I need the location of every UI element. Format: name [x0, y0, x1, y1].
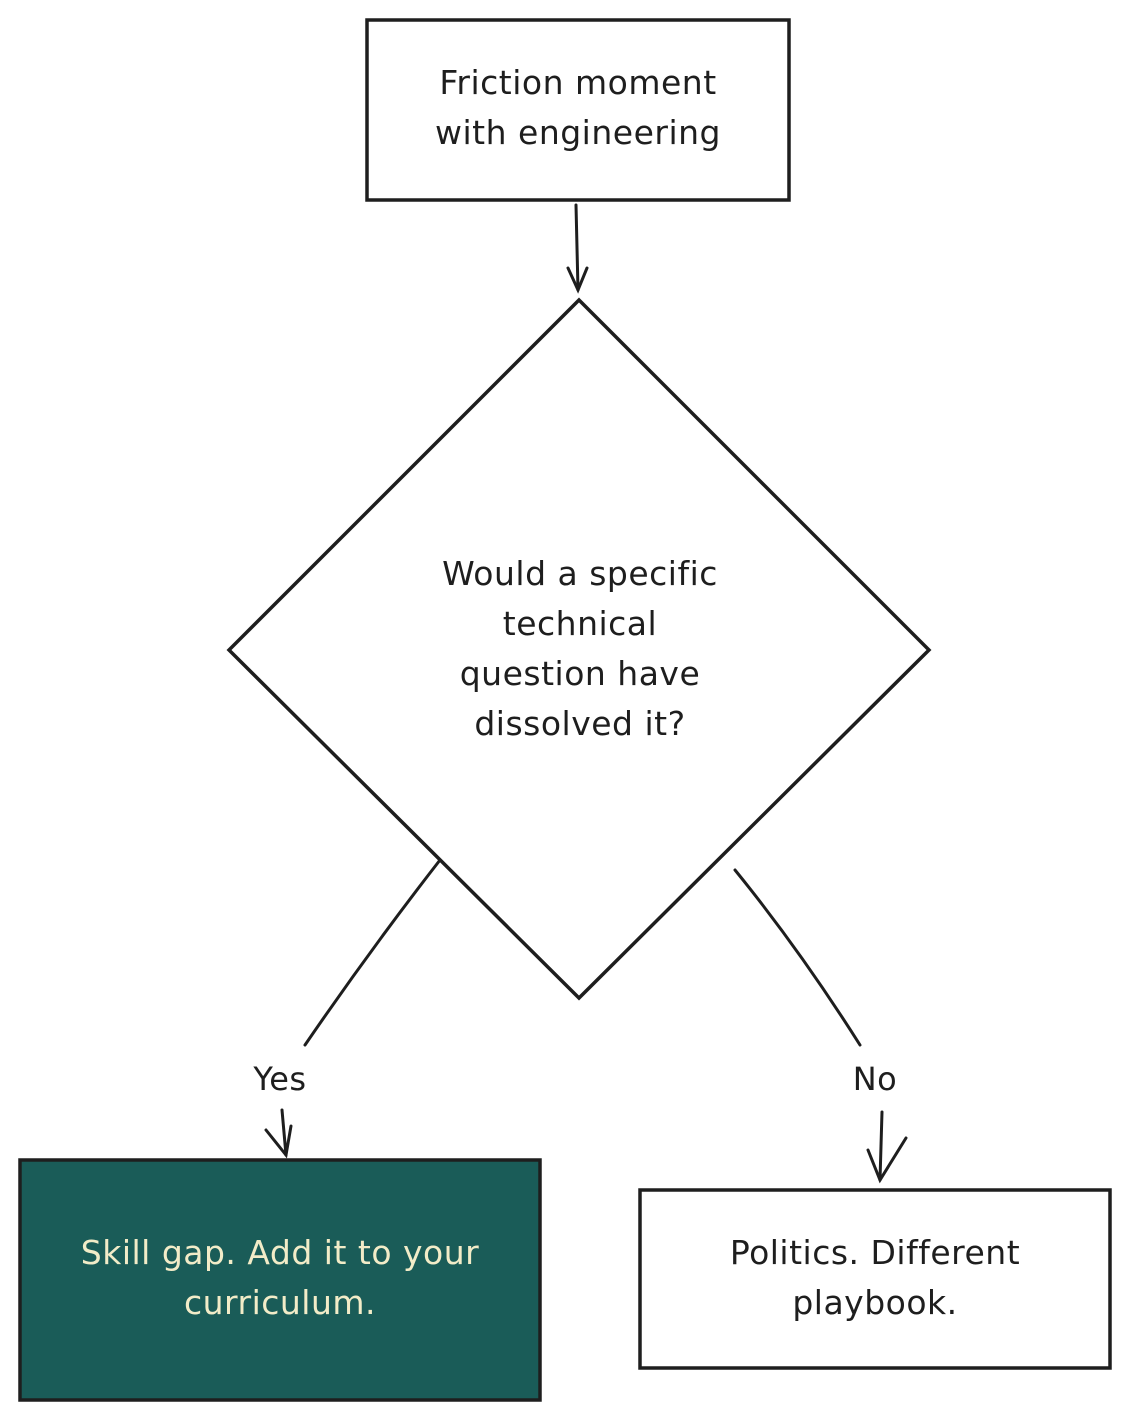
no-arrowhead [866, 1110, 908, 1184]
start-label-line: Friction moment [439, 63, 717, 102]
yes-arrowhead [264, 1108, 293, 1159]
skill-gap-label-line: Skill gap. Add it to your [80, 1233, 480, 1272]
politics-label-line: playbook. [792, 1283, 958, 1322]
no-edge-label: No [852, 1060, 898, 1098]
start-box[interactable] [365, 18, 791, 202]
decision-diamond[interactable] [226, 297, 932, 1001]
start-to-decision-arrow [566, 203, 589, 294]
politics-label-line: Politics. Different [729, 1233, 1021, 1272]
politics-box[interactable] [638, 1188, 1112, 1370]
decision-label-line: dissolved it? [474, 704, 686, 743]
start-label-line: with engineering [435, 113, 721, 152]
yes-edge-label: Yes [253, 1060, 307, 1098]
decision-label: Would a specific technical question have… [380, 549, 780, 749]
skill-gap-label: Skill gap. Add it to your curriculum. [20, 1228, 540, 1328]
decision-label-line: question have [459, 654, 701, 693]
decision-label-line: Would a specific [442, 554, 718, 593]
no-branch-line [733, 868, 862, 1047]
start-label: Friction moment with engineering [367, 58, 789, 158]
skill-gap-label-line: curriculum. [183, 1283, 377, 1322]
decision-label-line: technical [502, 604, 658, 643]
yes-branch-line [303, 858, 442, 1047]
skill-gap-box[interactable] [18, 1158, 542, 1402]
politics-label: Politics. Different playbook. [640, 1228, 1110, 1328]
